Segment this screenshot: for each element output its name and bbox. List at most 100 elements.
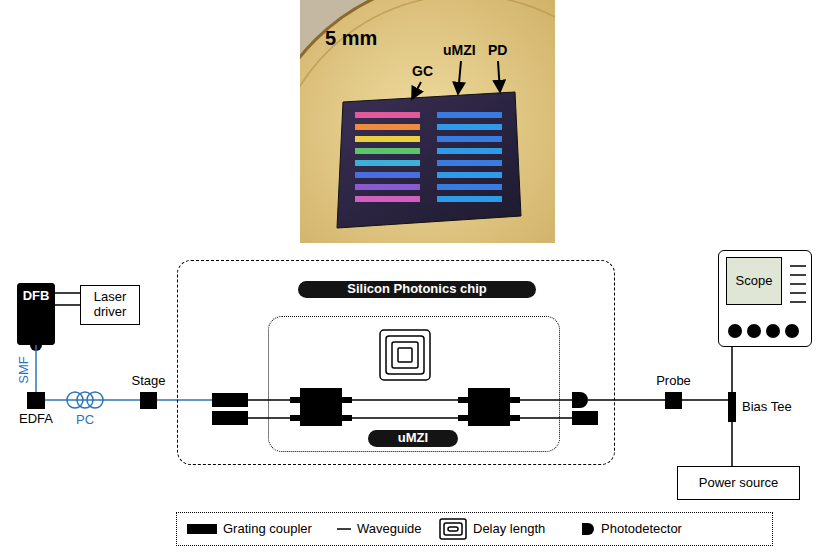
spiral-turn [380,330,430,380]
waveguide-sample [337,528,351,530]
waveguide [520,399,572,401]
device-name: DFB [23,289,50,304]
device-row [355,136,420,142]
legend-text: Delay length [473,522,545,537]
waveguide [248,399,290,401]
device-row [437,184,502,190]
grating-coupler [572,411,598,425]
coupler-stub [510,397,520,403]
menu-line [790,283,806,285]
device-name: Stage [132,374,166,389]
electrical-wire [682,399,728,401]
delay-sample [448,527,458,531]
legend-item: Delay length [439,513,545,545]
electrical-wire [731,422,733,466]
device-row [437,112,502,118]
legend-sample [337,527,351,531]
electrical-wire [588,399,615,401]
photodetector-sample [582,523,594,535]
delay-sample [444,523,462,535]
device-row [355,112,420,118]
electrical-wire [731,347,733,392]
device-row [355,196,420,202]
delay-sample [440,519,466,539]
coupler-stub [290,415,300,421]
probe-block: Probe [665,392,682,409]
bias-tee: Bias Tee [728,392,736,422]
chip-circuit [212,330,615,426]
legend-text: Waveguide [357,522,422,537]
legend-sample [439,518,467,540]
menu-line [790,274,806,276]
chip-region: uMZI Silicon Photonics chip [177,260,615,465]
coupler-stub [342,397,352,403]
chip-die [337,92,521,228]
grating-coupler [212,411,248,425]
coin [300,0,555,243]
spiral-turn [386,336,424,374]
combiner [468,388,510,426]
waveguide [352,399,458,401]
control-wire [55,293,80,305]
spiral-turn [398,348,412,362]
device-row [437,136,502,142]
scale-label: 5 mm [325,27,377,50]
menu-line [790,301,806,303]
power-supply: Power source [677,466,800,500]
fiber-label: PC [76,413,94,428]
coupler-stub [290,397,300,403]
pointer-arrow [412,82,421,99]
optical-fiber [177,399,212,401]
waveguide [352,417,458,419]
waveguide [248,417,290,419]
optical-fiber [157,399,177,401]
part-label: PD [488,42,507,58]
chip-devices [355,112,502,202]
region-title: uMZI [368,430,458,447]
waveguide [520,417,572,419]
device-name: Bias Tee [742,400,792,415]
legend-sample [581,522,595,536]
legend-sample [187,524,217,534]
scope-knob [747,324,761,338]
legend-item: Waveguide [337,513,422,545]
grating-coupler [212,393,248,407]
part-label: uMZI [443,42,476,58]
optical-fiber [45,399,140,401]
device-row [355,172,420,178]
coupler-stub [342,415,352,421]
legend-box: Grating coupler Waveguide Delay length Phot… [176,512,773,546]
delay-spiral [380,330,430,380]
device-row [437,196,502,202]
device-name: Laser driver [85,290,135,320]
device-row [437,124,502,130]
laser-source: DFB [17,283,55,345]
legend-text: Photodetector [601,522,682,537]
menu-line [790,292,806,294]
device-row [355,148,420,154]
region-title: Silicon Photonics chip [298,281,536,298]
coupler-stub [510,415,520,421]
fiber-label: SMF [17,356,32,383]
device-row [355,160,420,166]
coupler-stub [458,397,468,403]
legend-item: Grating coupler [187,513,312,545]
spiral-turn [392,342,418,368]
device-row [437,160,502,166]
scope-knob [766,324,780,338]
device-name: EDFA [19,412,53,427]
menu-line [790,265,806,267]
optical-fiber [35,345,37,392]
part-label: GC [412,63,433,79]
scope-knob [728,324,742,338]
device-row [355,124,420,130]
pointer-arrow [498,61,500,92]
stage-block: Stage [140,392,157,409]
legend-text: Grating coupler [223,522,312,537]
device-name: Probe [656,374,691,389]
device-name: Power source [699,476,778,491]
interferometer-region: uMZI [268,316,560,452]
legend-item: Photodetector [581,513,682,545]
